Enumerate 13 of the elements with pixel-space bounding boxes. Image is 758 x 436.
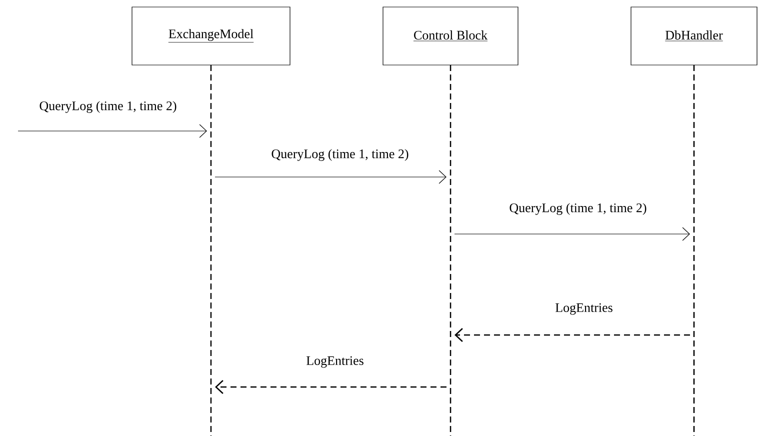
edge-label: LogEntries — [305, 355, 365, 369]
edge-label: QueryLog (time 1, time 2) — [508, 202, 648, 216]
arrow — [18, 124, 207, 138]
object-box: DbHandler — [630, 6, 758, 66]
edge-label: LogEntries — [554, 302, 614, 316]
arrow — [215, 380, 446, 394]
arrow — [214, 170, 446, 184]
arrow — [454, 227, 690, 241]
edge-label: QueryLog (time 1, time 2) — [38, 100, 178, 114]
object-box: Control Block — [382, 6, 518, 66]
edge-label: QueryLog (time 1, time 2) — [270, 148, 410, 162]
arrow — [454, 328, 690, 342]
object-box: ExchangeModel — [132, 6, 290, 66]
